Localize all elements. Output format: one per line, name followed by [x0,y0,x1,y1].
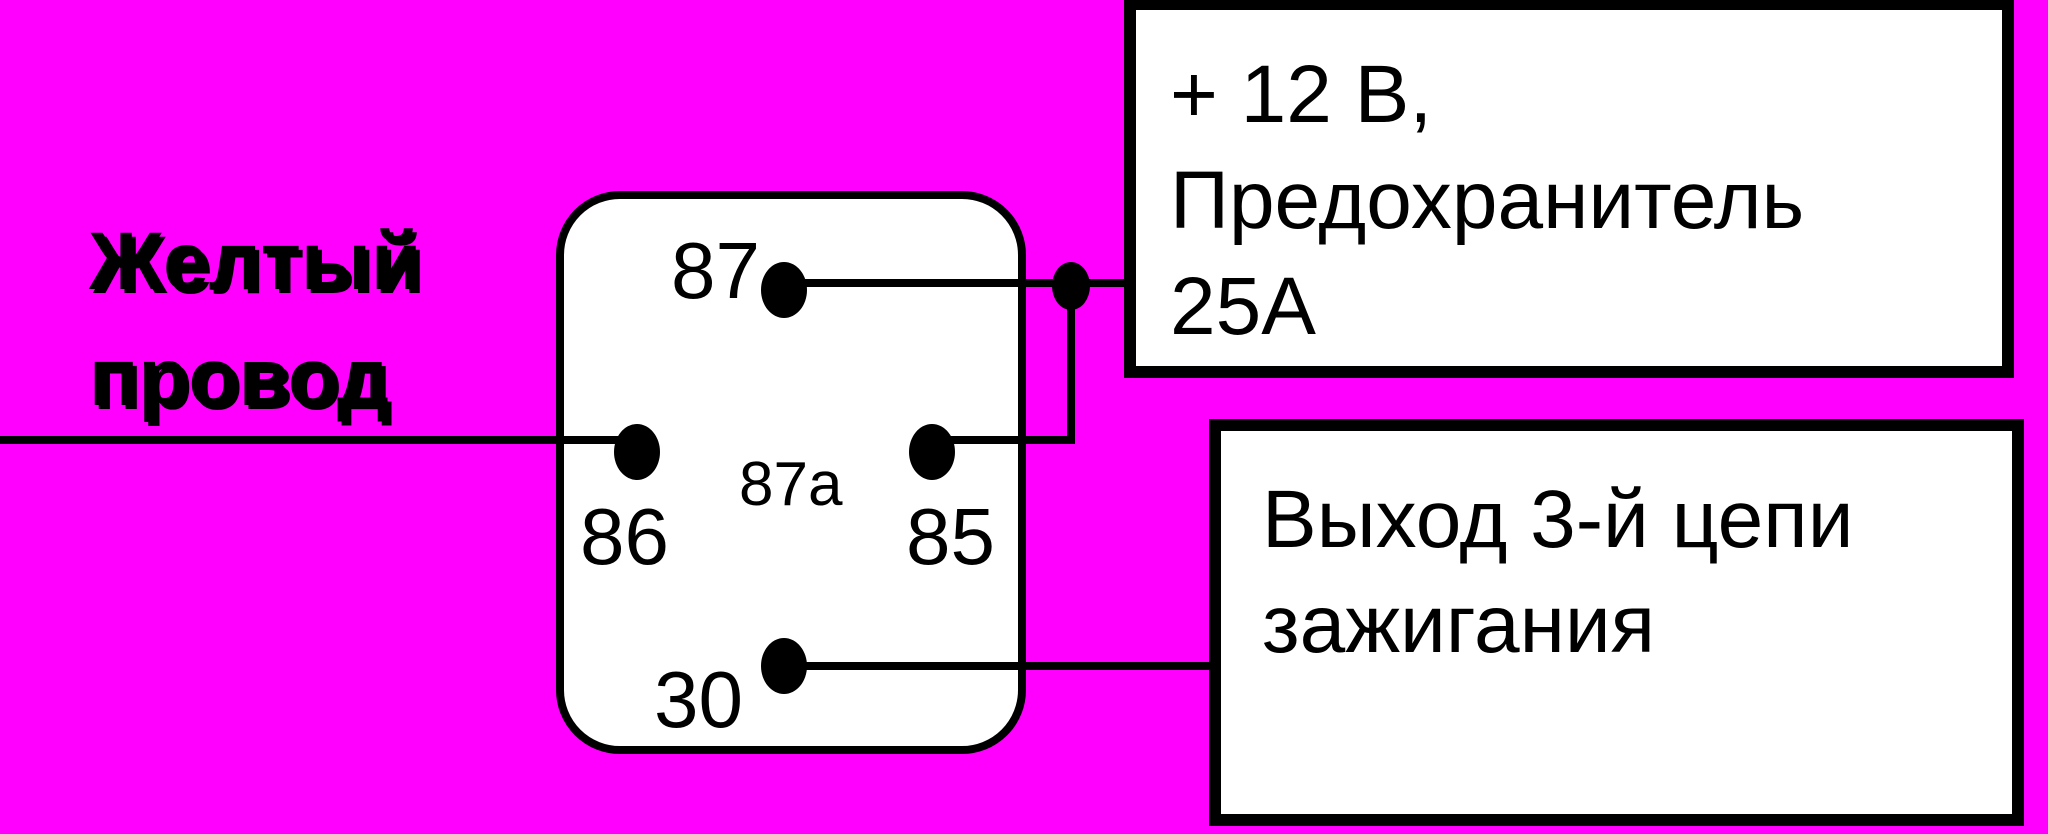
pin-85-label: 85 [906,492,995,581]
wire-label-line2-shadow: провод [93,336,393,427]
pin-87-label: 87 [671,226,760,315]
pin-87a-label: 87a [739,450,843,519]
output-box-line2: зажигания [1262,579,1655,670]
power-box-line2: Предохранитель [1170,155,1804,246]
pin-86-label: 86 [580,492,669,581]
wire-label-line1-shadow: Желтый [92,220,425,311]
pin-85-contact [909,424,955,480]
wire-label-line1: Желтый [88,216,421,307]
output-box [1209,419,2024,826]
pin-87-contact [761,262,807,318]
wire-label-line2: провод [89,332,389,423]
pin-30-label: 30 [654,655,743,744]
wire-label: Желтый Желтый провод провод [88,216,425,427]
relay-body [556,191,1026,754]
output-box-line1: Выход 3-й цепи [1262,474,1854,565]
power-box-line3: 25А [1170,261,1316,352]
power-box [1124,0,2014,378]
pin-86-contact [614,424,660,480]
pin-30-contact [761,638,807,694]
junction-dot [1052,262,1090,310]
power-box-line1: + 12 В, [1170,49,1432,140]
